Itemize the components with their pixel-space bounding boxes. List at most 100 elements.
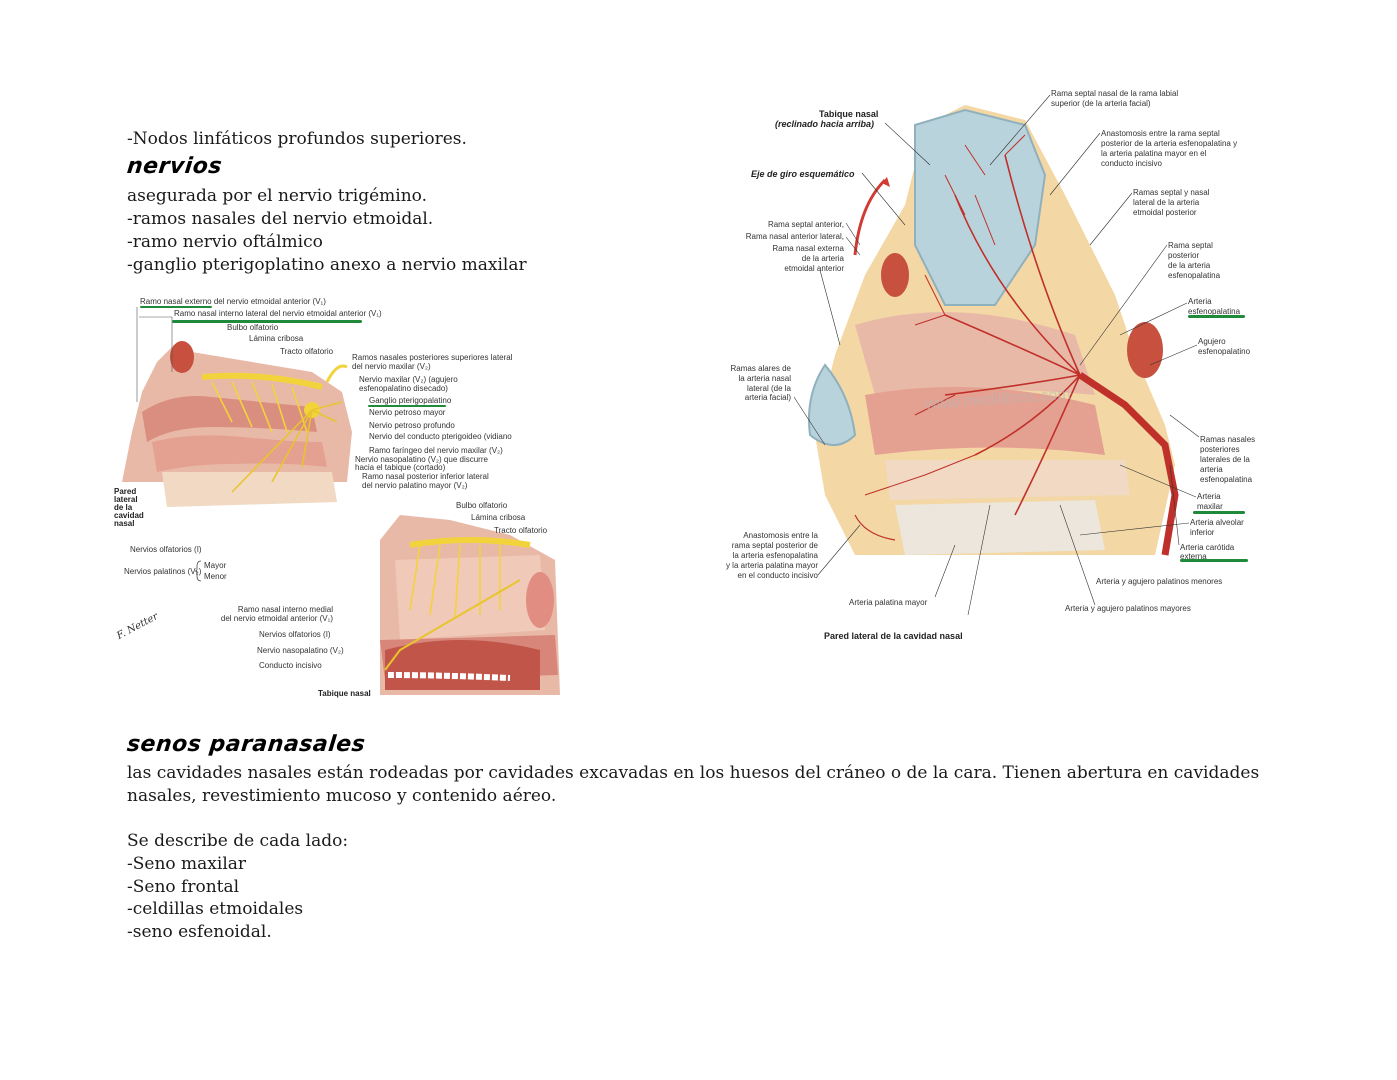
label-ramas-septal-nasal: Ramas septal y nasal [1133, 188, 1210, 197]
label-ramas-nasales-posteriores-5: esfenopalatina [1200, 475, 1253, 484]
list-item-celdillas-etmoidales: -celdillas etmoidales [127, 899, 304, 919]
label-agujero-esfenopalatino-2: esfenopalatino [1198, 347, 1251, 356]
label-reclinado: (reclinado hacia arriba) [775, 119, 875, 129]
label-nervio-nasopalatino-3: Nervio nasopalatino (V₂) [257, 646, 344, 655]
brace-icon [195, 560, 202, 582]
label-nervio-maxilar: Nervio maxilar (V₂) (agujero [359, 375, 458, 384]
label-conducto-incisivo: Conducto incisivo [259, 661, 322, 670]
label-rama-septal-posterior-3: de la arteria [1168, 261, 1211, 270]
text-trigemino: asegurada por el nervio trigémino. [127, 186, 427, 206]
label-etmoidal-anterior: etmoidal anterior [784, 264, 844, 273]
label-rama-nasal-anterior-lateral: Rama nasal anterior lateral, [745, 232, 844, 241]
label-ramas-alares-3: lateral (de la [746, 384, 791, 393]
label-pared-4: cavidad [114, 511, 144, 520]
label-rama-septal-posterior-4: esfenopalatina [1168, 271, 1221, 280]
label-ramos-nasales-posteriores-2: del nervio maxilar (V₂) [352, 362, 431, 371]
text-etmoidal: -ramos nasales del nervio etmoidal. [127, 209, 434, 229]
label-arteria-maxilar: Arteria [1197, 492, 1221, 501]
label-nervio-maxilar-2: esfenopalatino disecado) [359, 384, 448, 393]
label-ramas-nasales-posteriores-3: laterales de la [1200, 455, 1250, 464]
label-anastomosis-incisivo-4: y la arteria palatina mayor [725, 561, 818, 570]
nerves-lateral-wall-illustration [122, 307, 352, 507]
figure-nervios-pared-lateral: Ramo nasal externo del nervio etmoidal a… [112, 292, 512, 512]
label-nervios-palatinos: Nervios palatinos (V₂) [124, 567, 202, 576]
label-petroso-mayor: Nervio petroso mayor [369, 408, 446, 417]
label-rama-septal-anterior: Rama septal anterior, [767, 220, 844, 229]
label-vidiano: Nervio del conducto pterigoideo (vidiano… [369, 432, 512, 441]
list-item-seno-frontal: -Seno frontal [127, 877, 240, 897]
label-tracto-olfatorio-2: Tracto olfatorio [494, 526, 548, 535]
label-rama-septal-posterior-2: posterior [1168, 251, 1200, 260]
label-ramas-septal-nasal-2: lateral de la arteria [1133, 198, 1200, 207]
label-nervios-olfatorios: Nervios olfatorios (I) [130, 545, 202, 554]
label-rama-septal-labial: Rama septal nasal de la rama labial [1051, 89, 1179, 98]
label-palatino-menor: Menor [204, 572, 227, 581]
label-tracto-olfatorio: Tracto olfatorio [280, 347, 334, 356]
label-arteria-palatina-mayor: Arteria palatina mayor [849, 598, 928, 607]
text-senos-intro-1: las cavidades nasales están rodeadas por… [127, 763, 1260, 783]
green-underline-ramo-externo [140, 306, 212, 308]
label-pared-2: lateral [114, 495, 138, 504]
list-item-seno-esfenoidal: -seno esfenoidal. [127, 922, 272, 942]
label-anastomosis-incisivo-2: rama septal posterior de [731, 541, 818, 550]
label-anastomosis-2: posterior de la arteria esfenopalatina y [1101, 139, 1238, 148]
green-underline-ramo-interno [172, 320, 362, 323]
label-arteria-esfenopalatina: Arteria [1188, 297, 1212, 306]
figure-tabique-nasal: Bulbo olfatorio Lámina cribosa Tracto ol… [340, 500, 562, 698]
label-tabique-nasal-2: Tabique nasal [819, 109, 879, 119]
label-ramo-nasal-interno: Ramo nasal interno lateral del nervio et… [174, 309, 382, 318]
label-anastomosis-4: conducto incisivo [1101, 159, 1162, 168]
heading-senos-paranasales: senos paranasales [125, 732, 367, 757]
label-lamina-cribosa: Lámina cribosa [249, 334, 304, 343]
label-ramo-posterior-inferior-2: del nervio palatino mayor (V₂) [362, 481, 468, 490]
label-palatino-mayor: Mayor [204, 561, 227, 570]
label-pared-3: de la [114, 503, 133, 512]
label-anastomosis-incisivo-5: en el conducto incisivo [737, 571, 819, 580]
label-palatinos-mayores: Arteria y agujero palatinos mayores [1065, 604, 1191, 613]
label-ramas-alares-4: arteria facial) [744, 393, 791, 402]
text-senos-intro-2: nasales, revestimiento mucoso y contenid… [127, 786, 557, 806]
label-arteria-esfenopalatina-2: esfenopalatina [1188, 307, 1241, 316]
label-ramas-nasales-posteriores: Ramas nasales [1200, 435, 1256, 444]
label-rama-septal-labial-2: superior (de la arteria facial) [1051, 99, 1151, 108]
figure-arterias-pared-lateral: www.medilibros.com [795, 95, 1215, 560]
label-ramas-alares: Ramas alares de [730, 364, 791, 373]
label-ramos-nasales-posteriores: Ramos nasales posteriores superiores lat… [352, 353, 512, 362]
label-pared-5: nasal [114, 519, 135, 528]
label-arteria-maxilar-2: maxilar [1197, 502, 1223, 511]
label-eje-giro: Eje de giro esquemático [751, 169, 855, 179]
text-ganglio: -ganglio pterigoplatino anexo a nervio m… [127, 255, 527, 275]
label-rama-nasal-externa: Rama nasal externa [772, 244, 844, 253]
label-lamina-cribosa-2: Lámina cribosa [471, 513, 526, 522]
label-petroso-profundo: Nervio petroso profundo [369, 421, 455, 430]
label-agujero-esfenopalatino: Agujero [1198, 337, 1226, 346]
text-oftalmico: -ramo nervio oftálmico [127, 232, 323, 252]
septum-illustration [380, 515, 560, 695]
netter-signature: F. Netter [115, 611, 161, 642]
label-pared-1: Pared [114, 487, 137, 496]
text-se-describe: Se describe de cada lado: [127, 831, 349, 851]
label-ganglio-pterigopalatino: Ganglio pterigopalatino [369, 396, 452, 405]
green-underline-maxilar [1193, 511, 1245, 514]
green-underline-ganglio [368, 405, 446, 407]
label-ramo-nasal-medial: Ramo nasal interno medial [237, 605, 333, 614]
label-anastomosis-3: la arteria palatina mayor en el [1101, 149, 1207, 158]
label-ramas-nasales-posteriores-4: arteria [1200, 465, 1223, 474]
label-de-la-arteria: de la arteria [801, 254, 844, 263]
list-item-seno-maxilar: -Seno maxilar [127, 854, 247, 874]
heading-nervios: nervios [125, 154, 224, 179]
green-underline-esfenopalatina [1188, 315, 1245, 318]
label-arteria-alveolar: Arteria alveolar [1190, 518, 1244, 527]
label-bulbo-olfatorio-2: Bulbo olfatorio [456, 501, 508, 510]
arteries-lateral-wall-illustration [808, 105, 1179, 556]
label-ramo-nasal-externo: Ramo nasal externo del nervio etmoidal a… [140, 297, 326, 306]
label-nervio-nasopalatino: Nervio nasopalatino (V₂) que discurre [355, 455, 488, 464]
label-rama-septal-posterior: Rama septal [1168, 241, 1213, 250]
label-anastomosis-incisivo-3: la arteria esfenopalatina [732, 551, 818, 560]
label-ramo-posterior-inferior: Ramo nasal posterior inferior lateral [362, 472, 489, 481]
leader-lines [793, 94, 1200, 616]
label-anastomosis-incisivo: Anastomosis entre la [743, 531, 818, 540]
label-arteria-alveolar-2: inferior [1190, 528, 1215, 537]
label-palatinos-menores: Arteria y agujero palatinos menores [1096, 577, 1223, 586]
label-anastomosis-1: Anastomosis entre la rama septal [1101, 129, 1220, 138]
